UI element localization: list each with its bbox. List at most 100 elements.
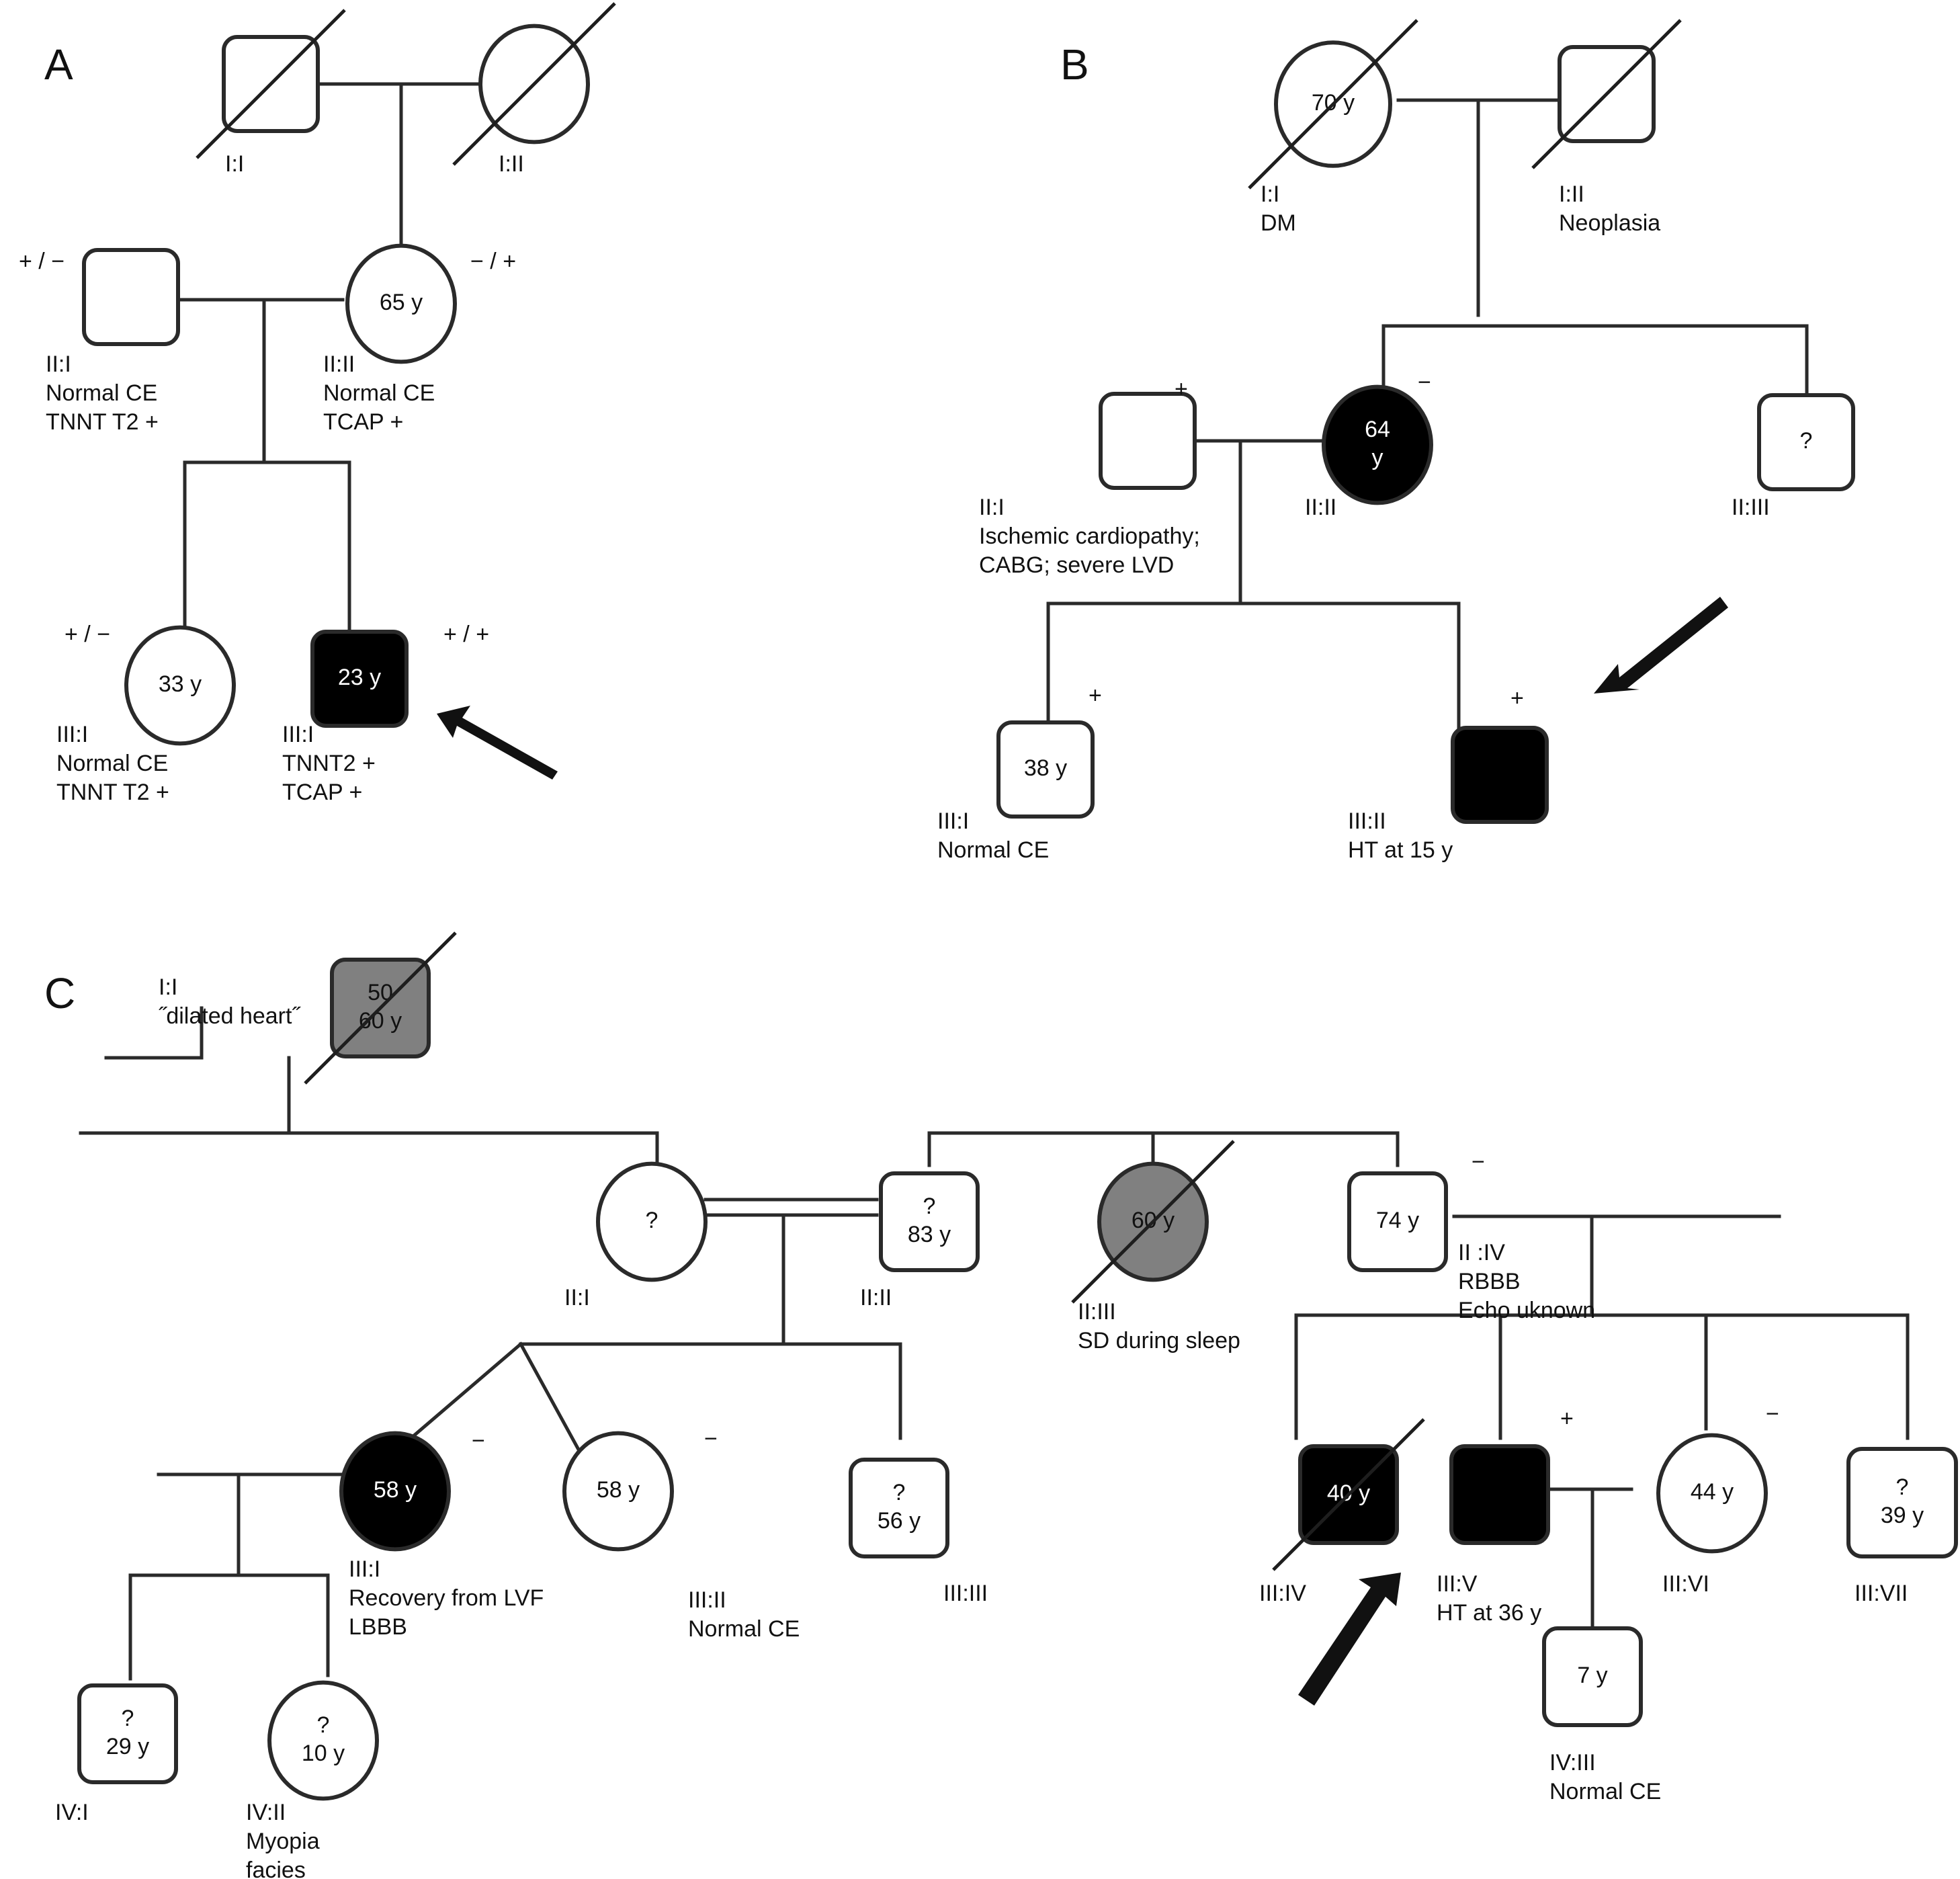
clinical-note: Normal CE [688,1616,800,1642]
connector-lines [79,82,1910,1681]
arrow-icon [1298,1573,1401,1706]
deceased-slash [452,2,616,166]
individual-id-label: IV:I [55,1800,89,1825]
age-label: ? [1800,428,1813,454]
genotype-label: − [1418,370,1431,395]
male-square-symbol [310,630,409,728]
age-label: 44 y [1691,1479,1734,1505]
individual-female: ?II:I [564,1161,708,1310]
genotype-label: − [472,1428,485,1454]
age-label: 58 y [374,1477,417,1503]
genotype-label: + / − [19,249,65,274]
female-circle-symbol [1322,384,1433,505]
clinical-note: Normal CE [56,751,168,776]
deceased-slash [1272,1418,1425,1571]
female-circle-symbol [562,1431,674,1552]
individual-id-label: III:II [688,1587,726,1613]
clinical-note: CABG; severe LVD [979,552,1174,578]
female-circle-symbol [596,1161,708,1282]
male-square-symbol [849,1458,949,1558]
individual-id-label: III:V [1437,1571,1478,1597]
deceased-slash [196,9,346,159]
age-label: 64 [1365,417,1390,442]
clinical-note: Ischemic cardiopathy; [979,524,1200,549]
male-square-symbol [1846,1447,1958,1558]
individual-female: 70 yI:IDM [1248,19,1418,236]
genotype-label: + [1175,376,1188,402]
individual-male: I:I [196,9,346,177]
individual-id-label: I:II [499,151,524,177]
individual-male: ?83 yII:II [860,1171,980,1310]
genotype-label: + [1089,683,1102,708]
age-label: y [1372,445,1383,470]
individual-id-label: II:III [1732,495,1770,520]
clinical-note: Normal CE [323,380,435,406]
age-label: 39 y [1881,1503,1924,1528]
genotype-label: − [704,1426,718,1452]
male-square-symbol [1542,1626,1643,1727]
clinical-note: Myopia [246,1829,320,1854]
genotype-label: − / + [470,249,516,274]
clinical-note: TNNT T2 + [56,780,169,805]
age-label: 33 y [159,671,202,697]
clinical-note: HT at 36 y [1437,1600,1541,1626]
panel-label-a: A [44,40,73,89]
individual-id-label: III:I [937,808,969,834]
individual-male: ?29 yIV:I [55,1683,178,1825]
genotype-label: − [1472,1149,1485,1175]
individual-id-label: III:II [1348,808,1386,834]
male-square-symbol [879,1171,980,1272]
deceased-slash [1071,1140,1235,1304]
clinical-note: Recovery from LVF [349,1585,544,1611]
age-label: ? [1896,1474,1909,1500]
clinical-note: DM [1261,210,1296,236]
male-square-symbol [1757,393,1855,491]
genotype-label: + / − [65,622,110,647]
age-label: 56 y [878,1508,921,1534]
individual-id-label: IV:III [1549,1750,1596,1776]
individual-id-label: III:I [349,1556,380,1582]
female-circle-symbol [339,1431,451,1552]
individual-id-label: III:VII [1855,1581,1908,1606]
age-label: 74 y [1376,1208,1419,1233]
arrow-icon [1594,597,1728,694]
individual-id-label: I:I [225,151,244,177]
female-circle-symbol [345,243,457,364]
female-circle-symbol [124,625,236,746]
individual-id-label: II :IV [1458,1240,1505,1265]
individual-male: III:VHT at 36 y+ [1437,1406,1574,1626]
genotype-label: + [1510,685,1524,711]
genotype-label: + / + [443,622,489,647]
individual-id-label: III:I [282,722,314,747]
clinical-note: TCAP + [282,780,362,805]
individual-male: ? II:III [1732,393,1855,520]
individual-id-label: II:II [860,1285,892,1310]
clinical-note: TNNT T2 + [46,409,159,435]
individual-id-label: I:I [159,974,177,1000]
panel-label-b: B [1060,40,1089,89]
age-label: 23 y [338,665,381,690]
clinical-note: TCAP + [323,409,403,435]
age-label: 58 y [597,1477,640,1503]
male-square-symbol [996,720,1095,819]
individual-female: I:II [452,2,616,177]
deceased-slash [1531,19,1682,169]
age-label: ? [122,1706,134,1731]
age-label: ? [317,1712,330,1738]
age-label: ? [646,1208,658,1233]
age-label: 38 y [1024,755,1067,781]
male-square-symbol [1347,1171,1448,1272]
